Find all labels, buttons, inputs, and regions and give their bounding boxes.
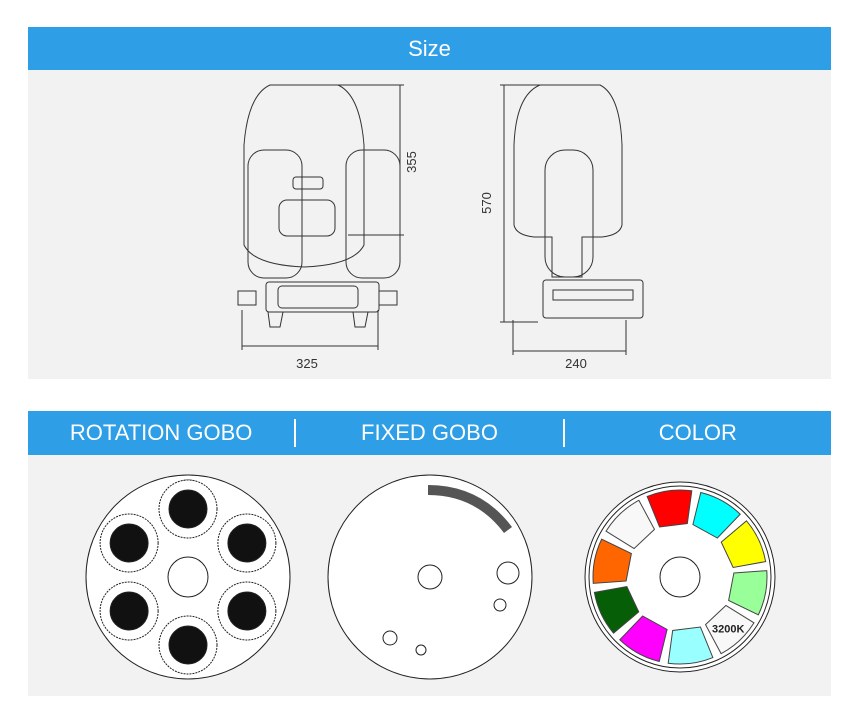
size-panel: 325 240 355 570 xyxy=(28,70,831,379)
color-slot xyxy=(605,499,656,550)
gobo-slot xyxy=(158,615,218,675)
color-slot xyxy=(692,491,741,539)
divider xyxy=(294,419,297,447)
gobo-slot xyxy=(99,513,159,573)
tab-color: COLOR xyxy=(658,420,737,445)
gobo-panel: 3200K xyxy=(28,455,831,696)
gobo-slot xyxy=(158,479,218,539)
gobo-header: ROTATION GOBO FIXED GOBO COLOR xyxy=(28,411,831,455)
size-title: Size xyxy=(408,35,451,61)
color-slot xyxy=(728,570,768,616)
rotation-gobo-wheel xyxy=(85,474,291,680)
dim-240: 240 xyxy=(565,356,587,371)
color-slot xyxy=(704,604,755,655)
tab-rotation-gobo: ROTATION GOBO xyxy=(69,420,253,445)
color-slot xyxy=(646,489,693,528)
tab-fixed-gobo: FIXED GOBO xyxy=(361,420,498,445)
gobo-slot xyxy=(217,513,277,573)
dim-325: 325 xyxy=(296,356,318,371)
color-slot-label: 3200K xyxy=(712,623,744,635)
side-view-drawing xyxy=(500,84,644,355)
dim-570: 570 xyxy=(479,192,494,214)
gobo-slot xyxy=(217,581,277,641)
size-header: Size xyxy=(28,27,831,70)
color-wheel: 3200K xyxy=(584,481,776,673)
color-slot xyxy=(593,586,640,634)
front-view-drawing xyxy=(237,84,404,350)
fixed-gobo-wheel xyxy=(327,474,533,680)
dim-355: 355 xyxy=(404,151,419,173)
color-slot xyxy=(592,538,632,584)
color-slot xyxy=(720,520,767,568)
gobo-slot xyxy=(99,581,159,641)
color-slot xyxy=(619,615,668,663)
color-slot xyxy=(667,626,714,665)
divider xyxy=(562,419,565,447)
